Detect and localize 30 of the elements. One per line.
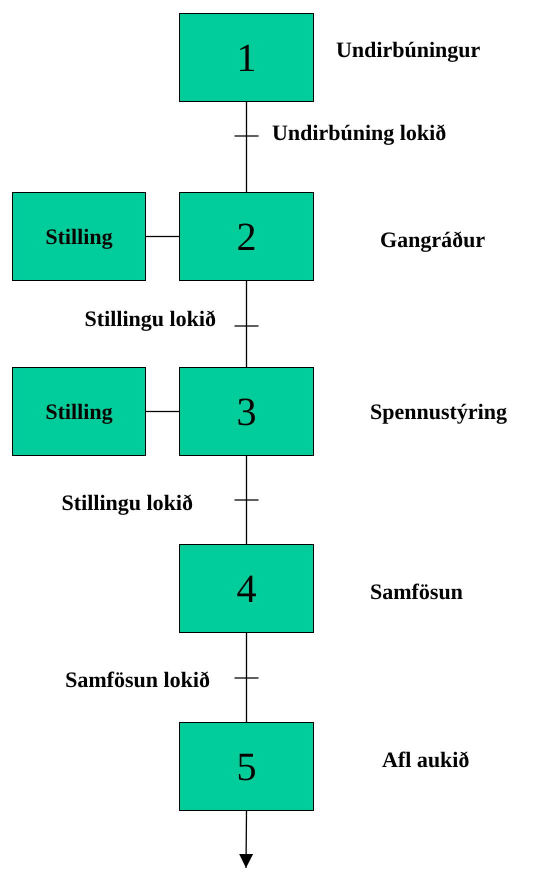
step-box (179, 13, 314, 102)
step-label: Afl aukið (382, 749, 470, 771)
step-label: Undirbúningur (336, 39, 480, 61)
step-label: Samfösun (370, 581, 463, 603)
step-box (179, 192, 314, 281)
step-label: Spennustýring (370, 401, 507, 423)
step-number: 5 (236, 743, 256, 790)
connector-line (146, 410, 179, 412)
action-box (12, 367, 146, 456)
step-box (179, 722, 314, 811)
arrow (239, 811, 254, 868)
step-number: 1 (236, 34, 256, 81)
transition-label: Stillingu lokið (84, 308, 216, 330)
connector-line (246, 633, 248, 722)
action-label: Stilling (45, 224, 113, 250)
step-box (179, 367, 314, 456)
transition-label: Stillingu lokið (62, 492, 193, 514)
connector-line (246, 456, 248, 544)
step-label: Gangráður (380, 229, 486, 251)
step-number: 4 (236, 565, 256, 612)
transition-label: Samfösun lokið (65, 669, 210, 691)
transition-label: Undirbúning lokið (272, 122, 446, 144)
step-box (179, 544, 314, 633)
action-box (12, 192, 146, 281)
connector-line (146, 236, 179, 238)
step-number: 2 (236, 213, 256, 260)
step-number: 3 (236, 388, 256, 435)
action-label: Stilling (45, 398, 113, 424)
connector-line (246, 281, 248, 367)
connector-line (246, 102, 248, 192)
